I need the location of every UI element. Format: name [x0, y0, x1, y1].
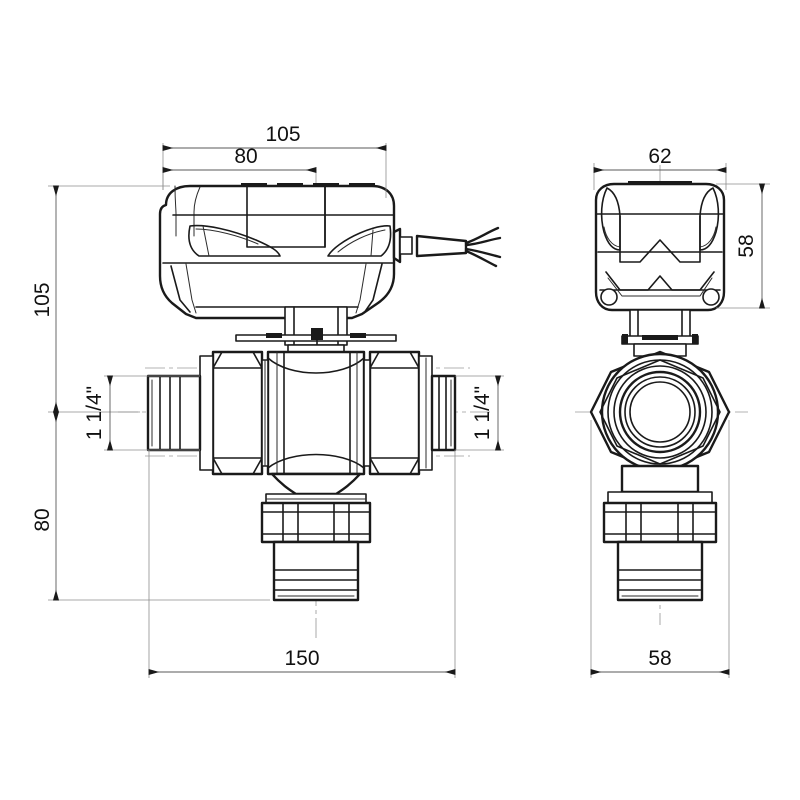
actuator-skirt-right-inner	[355, 263, 367, 314]
dim-bottom-height-80: 80	[31, 411, 270, 601]
valve-body-waist-top	[267, 357, 365, 374]
side-view-dimensions: 62 58 58	[590, 145, 770, 678]
actuator-skirt-left	[170, 265, 191, 313]
bottom-pipe-tail	[272, 540, 360, 602]
dim-total-height-105: 105	[31, 185, 170, 413]
side-left-recess-arc	[603, 226, 621, 248]
side-hex-inner-facet	[599, 359, 721, 465]
side-bracket-slot	[642, 335, 678, 340]
dim-label-right-thread: 1 1/4"	[471, 386, 494, 440]
cable-assembly	[392, 226, 502, 268]
side-bottom-pipe-tail	[616, 540, 704, 602]
dim-label-150: 150	[284, 647, 319, 670]
actuator-left-recess-line	[202, 225, 210, 257]
front-view	[118, 170, 502, 640]
actuator-right-recess-line	[370, 229, 374, 257]
front-view-dimensions: 105 80 105 80 1 1/4"	[31, 123, 504, 678]
side-view	[575, 165, 748, 625]
dim-label-80: 80	[234, 145, 257, 168]
left-port-assembly	[146, 350, 269, 476]
side-center-v	[619, 215, 701, 263]
cable-wires	[464, 226, 502, 268]
right-union-nut-chamfer-tr	[409, 351, 420, 369]
bracket-center-boss	[311, 328, 323, 340]
right-port-assembly	[363, 350, 457, 476]
side-port-bore-outer	[618, 370, 702, 454]
actuator-right-recess	[327, 225, 392, 257]
left-union-nut-chamfer-tr	[252, 351, 263, 369]
dim-label-105: 105	[265, 123, 300, 146]
side-left-recess	[600, 187, 621, 251]
actuator-skirt-left-inner	[185, 263, 197, 314]
cable-sheath	[415, 234, 468, 258]
side-actuator-housing	[594, 181, 726, 312]
actuator-left-recess-inner	[195, 228, 259, 245]
bracket-slot-left	[266, 333, 282, 338]
dim-label-left-thread: 1 1/4"	[83, 386, 106, 440]
side-lower-v-inner	[607, 277, 713, 297]
side-foot-right	[702, 288, 720, 306]
bottom-cone	[270, 472, 362, 496]
left-union-nut	[211, 350, 264, 476]
dim-side-actuator-width-62: 62	[593, 145, 727, 190]
dim-label-105-height: 105	[31, 282, 54, 317]
actuator-left-recess	[188, 224, 281, 257]
dim-right-port-thread: 1 1/4"	[455, 375, 504, 451]
actuator-right-recess-inner	[337, 229, 386, 253]
actuator-top-rib	[174, 185, 177, 237]
side-actuator-top-louver	[628, 181, 692, 185]
valve-body	[266, 350, 366, 476]
side-right-recess-arc	[699, 226, 717, 248]
dim-left-port-thread: 1 1/4"	[83, 375, 200, 451]
side-stem-coupler	[621, 309, 699, 357]
side-actuator-shell	[594, 182, 726, 312]
dim-overall-width-150: 150	[148, 450, 456, 678]
left-union-nut-chamfer-bl	[212, 457, 223, 475]
side-bracket-tab-right	[692, 334, 698, 344]
side-bottom-cone	[620, 464, 700, 494]
side-lower-v	[605, 271, 715, 291]
cable-gland-neck	[399, 236, 413, 255]
right-union-nut-chamfer-br	[409, 457, 420, 475]
right-union-nut-chamfer-bl	[369, 457, 380, 475]
side-bottom-hex-nut	[602, 501, 718, 544]
right-union-nut	[368, 350, 421, 476]
side-port-bore-inner	[629, 381, 691, 443]
side-bottom-port	[602, 464, 718, 602]
side-port-bore-mid	[624, 376, 696, 448]
dim-label-80-height: 80	[31, 508, 54, 531]
side-bracket-tab-left	[622, 334, 628, 344]
actuator-skirt-right	[363, 263, 383, 314]
left-union-nut-chamfer-br	[252, 457, 263, 475]
side-valve-body	[589, 350, 731, 474]
side-stem-collar	[633, 343, 687, 357]
left-pipe-tail	[146, 374, 202, 452]
dim-label-58-width: 58	[648, 647, 671, 670]
left-union-nut-chamfer-tl	[212, 351, 223, 369]
right-union-ring	[363, 359, 371, 467]
valve-body-waist-bottom	[267, 453, 365, 469]
side-right-recess	[699, 187, 720, 251]
left-nut-flange	[199, 355, 214, 471]
right-union-nut-chamfer-tl	[369, 351, 380, 369]
dim-label-58-height: 58	[735, 234, 758, 257]
bracket-slot-right	[350, 333, 366, 338]
dim-side-body-width-58: 58	[590, 420, 730, 678]
side-foot-left	[600, 288, 618, 306]
actuator-housing	[158, 183, 396, 320]
dim-side-actuator-height-58: 58	[716, 183, 770, 309]
side-union-nut-ring-inner	[613, 365, 707, 459]
cable-gland	[392, 227, 402, 264]
actuator-top-rib-2	[193, 186, 201, 237]
actuator-top-louvers	[241, 183, 375, 187]
dim-label-62: 62	[648, 145, 671, 168]
right-pipe-tail	[430, 374, 457, 452]
side-bottom-flange	[607, 491, 713, 504]
bottom-port-assembly	[260, 472, 372, 602]
bottom-hex-nut	[260, 501, 372, 544]
